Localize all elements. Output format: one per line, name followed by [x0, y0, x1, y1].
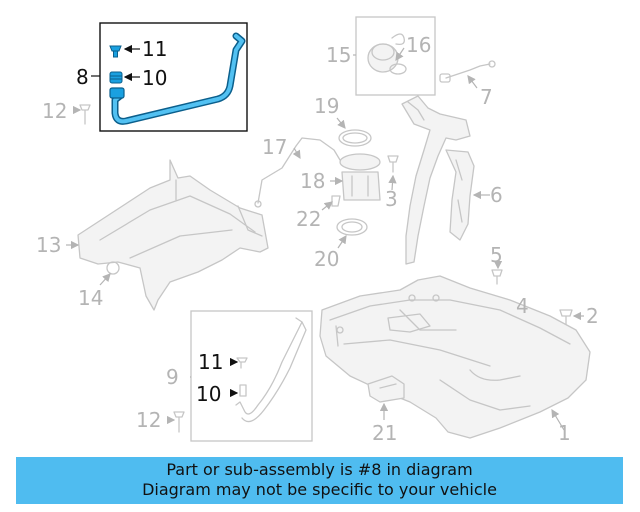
banner-line-1: Part or sub-assembly is #8 in diagram: [166, 460, 473, 479]
grommet-14: [99, 261, 120, 286]
banner-line-2: Diagram may not be specific to your vehi…: [142, 480, 497, 499]
bolt-3: [387, 155, 399, 191]
callout-4[interactable]: 4: [516, 294, 529, 318]
callout-1[interactable]: 1: [558, 421, 571, 445]
seal-20: [336, 218, 368, 249]
callout-12-left[interactable]: 12: [42, 99, 67, 123]
callout-19[interactable]: 19: [314, 94, 339, 118]
callout-10-lower[interactable]: 10: [196, 382, 221, 406]
filler-cap-box-15: [353, 16, 436, 96]
fuel-tank-1: [319, 275, 591, 439]
callout-12-lower[interactable]: 12: [136, 408, 161, 432]
bolt-12-left: [72, 104, 91, 125]
bolt-11-highlighted[interactable]: [109, 45, 122, 58]
callout-17[interactable]: 17: [262, 135, 287, 159]
bolt-5: [491, 260, 503, 285]
nut-10-highlighted[interactable]: [109, 71, 123, 84]
part-22: [321, 195, 341, 211]
highlight-box-part-8: [91, 22, 248, 132]
callout-8[interactable]: 8: [76, 65, 89, 89]
callout-22[interactable]: 22: [296, 207, 321, 231]
bolt-12-lower: [166, 411, 185, 433]
info-banner: Part or sub-assembly is #8 in diagram Di…: [16, 457, 623, 504]
callout-3[interactable]: 3: [385, 187, 398, 211]
bracket-21: [367, 375, 405, 420]
callout-10-top[interactable]: 10: [142, 66, 167, 90]
callout-9[interactable]: 9: [166, 365, 179, 389]
callout-11-lower[interactable]: 11: [198, 350, 223, 374]
hose-17: [254, 137, 341, 208]
callout-16[interactable]: 16: [406, 33, 431, 57]
fuel-pump-18: [330, 153, 381, 201]
callout-14[interactable]: 14: [78, 286, 103, 310]
callout-13[interactable]: 13: [36, 233, 61, 257]
callout-6[interactable]: 6: [490, 183, 503, 207]
strap-box-part-9: [190, 310, 313, 442]
shield-13: [66, 159, 269, 311]
callout-2[interactable]: 2: [586, 304, 599, 328]
callout-15[interactable]: 15: [326, 43, 351, 67]
callout-11-top[interactable]: 11: [142, 37, 167, 61]
heat-shield-6: [445, 149, 490, 241]
callout-7[interactable]: 7: [480, 85, 493, 109]
callout-5[interactable]: 5: [490, 243, 503, 267]
sensor-7: [439, 60, 496, 89]
filler-neck: [401, 95, 471, 265]
callout-20[interactable]: 20: [314, 247, 339, 271]
callout-18[interactable]: 18: [300, 169, 325, 193]
lock-ring-19: [336, 117, 372, 147]
callout-21[interactable]: 21: [372, 421, 397, 445]
